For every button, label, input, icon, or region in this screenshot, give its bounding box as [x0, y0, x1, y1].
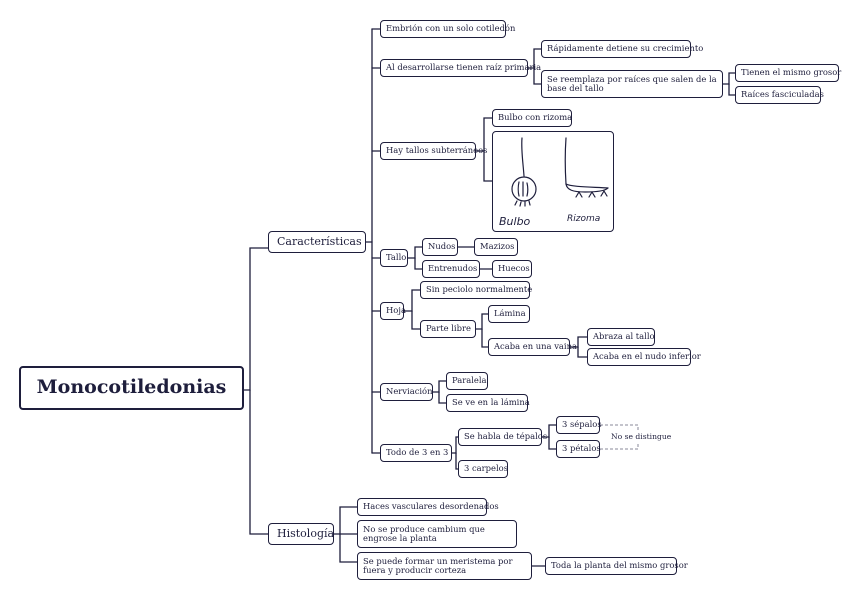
node-raices-fasciculadas[interactable]: Raíces fasciculadas [735, 86, 824, 104]
node-bulbo-rizoma[interactable]: Bulbo con rizoma [492, 109, 572, 127]
node-abraza-tallo[interactable]: Abraza al tallo [587, 328, 655, 346]
no-se-distingue-label: No se distingue [611, 432, 672, 441]
node-3-carpelos[interactable]: 3 carpelos [458, 460, 508, 478]
node-paralela[interactable]: Paralela [446, 372, 488, 390]
node-no-cambium[interactable]: No se produce cambium que engrose la pla… [357, 520, 517, 548]
node-tallo[interactable]: Tallo [380, 249, 408, 267]
node-huecos[interactable]: Huecos [492, 260, 532, 278]
node-petalos[interactable]: 3 pétalos [556, 440, 601, 458]
node-sepalos[interactable]: 3 sépalos [556, 416, 602, 434]
sketch-drawing [511, 137, 609, 207]
node-embrion[interactable]: Embrión con un solo cotiledón [380, 20, 515, 38]
node-mismo-grosor-planta[interactable]: Toda la planta del mismo grosor [545, 557, 688, 575]
sketch-label-bulbo: Bulbo [499, 215, 531, 228]
node-lamina[interactable]: Lámina [488, 305, 530, 323]
node-nerviacion[interactable]: Nerviación [380, 383, 433, 401]
node-haces-vasculares[interactable]: Haces vasculares desordenados [357, 498, 499, 516]
node-sin-peciolo[interactable]: Sin peciolo normalmente [420, 281, 532, 299]
node-detiene-crecimiento[interactable]: Rápidamente detiene su crecimiento [541, 40, 703, 58]
node-tallos-subterraneos[interactable]: Hay tallos subterráneos [380, 142, 487, 160]
node-todo-3-en-3[interactable]: Todo de 3 en 3 [380, 444, 452, 462]
node-mismo-grosor[interactable]: Tienen el mismo grosor [735, 64, 841, 82]
node-hoja[interactable]: Hoja [380, 302, 406, 320]
node-raiz-primaria[interactable]: Al desarrollarse tienen raíz primaria [380, 59, 541, 77]
node-reemplaza-raices[interactable]: Se reemplaza por raíces que salen de la … [541, 70, 723, 98]
node-nudos[interactable]: Nudos [422, 238, 458, 256]
node-meristema[interactable]: Se puede formar un meristema por fuera y… [357, 552, 532, 580]
node-tepalos[interactable]: Se habla de tépalos [458, 428, 547, 446]
node-vaina[interactable]: Acaba en una vaina [488, 338, 577, 356]
node-se-ve-lamina[interactable]: Se ve en la lámina [446, 394, 530, 412]
node-histologia[interactable]: Histología [268, 523, 334, 545]
node-nudo-inferior[interactable]: Acaba en el nudo inferior [587, 348, 701, 366]
node-mazizos[interactable]: Mazizos [474, 238, 518, 256]
node-caracteristicas[interactable]: Características [268, 231, 366, 253]
root-node[interactable]: Monocotiledonias [19, 366, 244, 410]
node-parte-libre[interactable]: Parte libre [420, 320, 476, 338]
sketch-label-rizoma: Rizoma [567, 214, 601, 224]
bulbo-rizoma-sketch: Bulbo Rizoma [492, 131, 614, 232]
node-entrenudos[interactable]: Entrenudos [422, 260, 480, 278]
